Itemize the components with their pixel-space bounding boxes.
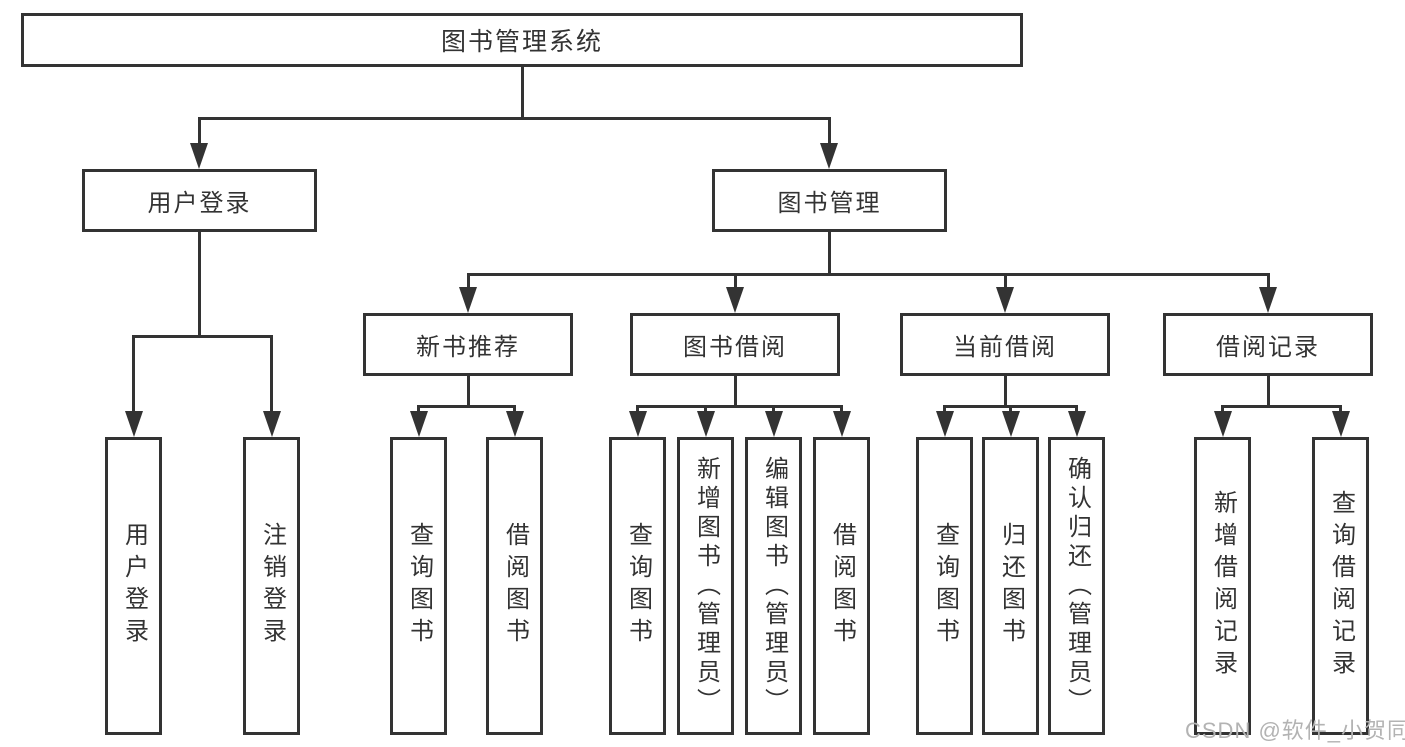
connector-branch <box>636 405 843 408</box>
connector-stub <box>197 232 201 338</box>
leaf-confirm-return-admin: 确认归还（管理员） <box>1048 437 1105 735</box>
connector-branch <box>197 117 831 120</box>
node-user-login: 用户登录 <box>82 169 317 232</box>
arrow-head <box>1213 411 1232 437</box>
node-current-borrow-label: 当前借阅 <box>953 334 1057 361</box>
connector-arrow-line <box>197 117 201 149</box>
arrow-head <box>459 287 477 313</box>
arrow-head <box>1001 411 1020 437</box>
leaf-query-borrow-record: 查询借阅记录 <box>1312 437 1369 735</box>
leaf-borrow-books-recommend: 借阅图书 <box>486 437 543 735</box>
leaf-borrow-books: 借阅图书 <box>813 437 870 735</box>
node-borrow-records: 借阅记录 <box>1163 313 1373 376</box>
node-current-borrow: 当前借阅 <box>900 313 1110 376</box>
node-new-book-recommend: 新书推荐 <box>363 313 573 376</box>
arrow-head <box>1331 411 1350 437</box>
connector-branch <box>132 335 273 338</box>
arrow-head <box>190 143 208 169</box>
arrow-head <box>628 411 647 437</box>
arrow-head <box>1067 411 1086 437</box>
leaf-add-book-admin: 新增图书（管理员） <box>677 437 734 735</box>
connector-arrow-line <box>466 273 470 293</box>
node-user-login-label: 用户登录 <box>147 190 252 217</box>
leaf-query-borrow-record-label: 查询借阅记录 <box>1327 490 1355 682</box>
arrow-head <box>1259 287 1277 313</box>
leaf-user-login-label: 用户登录 <box>120 522 148 650</box>
connector-stub <box>1003 376 1007 408</box>
arrow-head <box>832 411 851 437</box>
connector-stub <box>733 376 737 408</box>
node-root-label: 图书管理系统 <box>440 28 603 56</box>
leaf-query-books-borrow-label: 查询图书 <box>624 522 652 650</box>
leaf-add-book-admin-label: 新增图书（管理员） <box>692 455 720 717</box>
leaf-logout: 注销登录 <box>243 437 300 735</box>
node-book-management: 图书管理 <box>712 169 947 232</box>
node-book-management-label: 图书管理 <box>777 190 882 217</box>
arrow-head <box>696 411 715 437</box>
arrow-head <box>764 411 783 437</box>
leaf-borrow-books-label: 借阅图书 <box>828 522 856 650</box>
leaf-query-books-recommend-label: 查询图书 <box>405 522 433 650</box>
connector-stub <box>466 376 470 408</box>
arrow-head <box>409 411 428 437</box>
leaf-query-books-current: 查询图书 <box>916 437 973 735</box>
connector-arrow-line <box>1003 273 1007 293</box>
arrow-head <box>820 143 838 169</box>
connector-stub <box>1266 376 1270 408</box>
node-new-book-recommend-label: 新书推荐 <box>416 334 520 361</box>
leaf-logout-label: 注销登录 <box>258 522 286 650</box>
node-root: 图书管理系统 <box>21 13 1023 67</box>
leaf-query-books-current-label: 查询图书 <box>931 522 959 650</box>
leaf-edit-book-admin: 编辑图书（管理员） <box>745 437 802 735</box>
leaf-query-books-borrow: 查询图书 <box>609 437 666 735</box>
leaf-borrow-books-recommend-label: 借阅图书 <box>501 522 529 650</box>
arrow-head <box>505 411 524 437</box>
connector-arrow-line <box>132 335 135 417</box>
leaf-query-books-recommend: 查询图书 <box>390 437 447 735</box>
arrow-head <box>996 287 1014 313</box>
leaf-add-borrow-record-label: 新增借阅记录 <box>1209 490 1237 682</box>
leaf-add-borrow-record: 新增借阅记录 <box>1194 437 1251 735</box>
node-borrow-records-label: 借阅记录 <box>1216 334 1320 361</box>
arrow-head <box>124 411 143 437</box>
leaf-return-book: 归还图书 <box>982 437 1039 735</box>
connector-branch <box>417 405 516 408</box>
connector-arrow-line <box>270 335 273 417</box>
connector-arrow-line <box>733 273 737 293</box>
arrow-head <box>935 411 954 437</box>
connector-branch <box>466 273 1270 276</box>
csdn-watermark: CSDN @软件_小贺同学 <box>1185 718 1405 743</box>
leaf-edit-book-admin-label: 编辑图书（管理员） <box>760 455 788 717</box>
node-book-borrow: 图书借阅 <box>630 313 840 376</box>
node-book-borrow-label: 图书借阅 <box>683 334 787 361</box>
arrow-head <box>262 411 281 437</box>
connector-arrow-line <box>1266 273 1270 293</box>
connector-stub <box>520 67 524 120</box>
leaf-return-book-label: 归还图书 <box>997 522 1025 650</box>
leaf-confirm-return-admin-label: 确认归还（管理员） <box>1063 455 1091 717</box>
connector-branch <box>1221 405 1342 408</box>
arrow-head <box>726 287 744 313</box>
leaf-user-login: 用户登录 <box>105 437 162 735</box>
connector-stub <box>827 232 831 276</box>
connector-arrow-line <box>827 117 831 149</box>
